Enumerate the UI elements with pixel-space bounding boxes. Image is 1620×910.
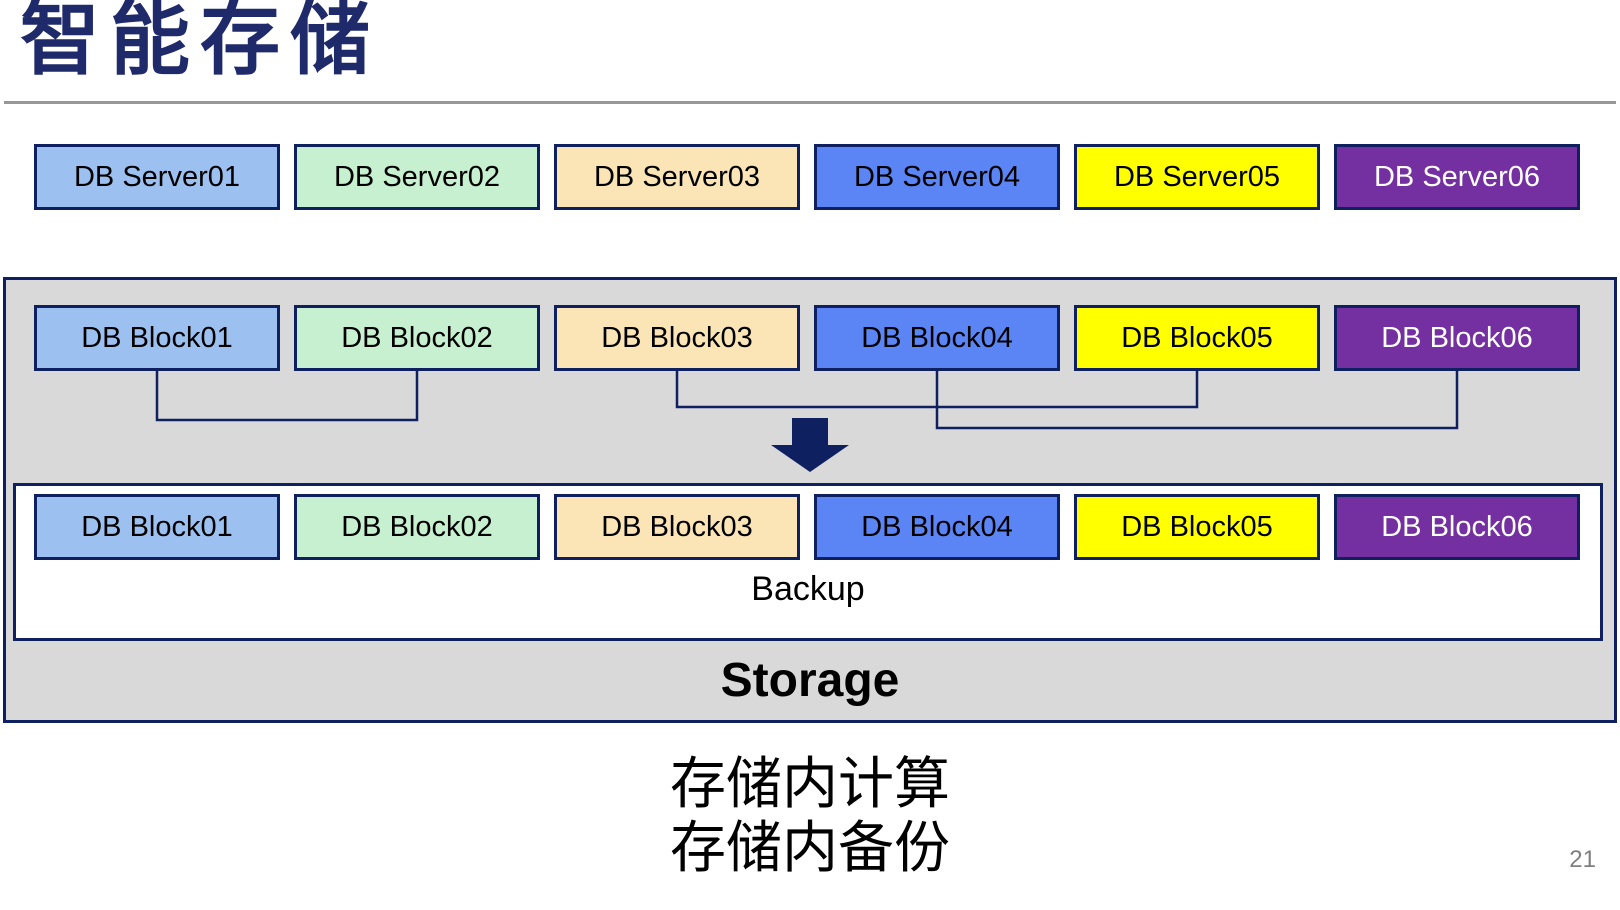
page-number: 21	[1569, 846, 1596, 873]
db-server-row: DB Server01 DB Server02 DB Server03 DB S…	[34, 144, 1580, 210]
db-server03-box: DB Server03	[554, 144, 800, 210]
db-block01-source-box: DB Block01	[34, 305, 280, 371]
connector-lines	[155, 370, 1459, 472]
db-block05-backup-box: DB Block05	[1074, 494, 1320, 560]
storage-label: Storage	[720, 654, 900, 707]
db-block01-backup-box: DB Block01	[34, 494, 280, 560]
page-title: 智能存储	[20, 0, 380, 84]
db-block04-backup-box: DB Block04	[814, 494, 1060, 560]
db-server01-box: DB Server01	[34, 144, 280, 210]
db-block02-backup-box: DB Block02	[294, 494, 540, 560]
backup-label: Backup	[751, 570, 865, 608]
db-block03-backup-box: DB Block03	[554, 494, 800, 560]
db-block-row-source: DB Block01 DB Block02 DB Block03 DB Bloc…	[34, 305, 1580, 371]
db-block04-source-box: DB Block04	[814, 305, 1060, 371]
storage-container: DB Block01 DB Block02 DB Block03 DB Bloc…	[3, 277, 1617, 723]
caption: 存储内计算 存储内备份	[0, 752, 1620, 880]
db-block-row-backup: DB Block01 DB Block02 DB Block03 DB Bloc…	[34, 494, 1580, 560]
db-server02-box: DB Server02	[294, 144, 540, 210]
db-block02-source-box: DB Block02	[294, 305, 540, 371]
db-server06-box: DB Server06	[1334, 144, 1580, 210]
caption-line-1: 存储内计算	[670, 752, 950, 815]
db-block06-source-box: DB Block06	[1334, 305, 1580, 371]
caption-line-2: 存储内备份	[670, 815, 950, 879]
title-divider	[4, 101, 1616, 104]
db-server04-box: DB Server04	[814, 144, 1060, 210]
backup-container: DB Block01 DB Block02 DB Block03 DB Bloc…	[13, 483, 1603, 641]
db-block06-backup-box: DB Block06	[1334, 494, 1580, 560]
db-block03-source-box: DB Block03	[554, 305, 800, 371]
down-arrow-icon	[771, 418, 849, 472]
db-server05-box: DB Server05	[1074, 144, 1320, 210]
db-block05-source-box: DB Block05	[1074, 305, 1320, 371]
